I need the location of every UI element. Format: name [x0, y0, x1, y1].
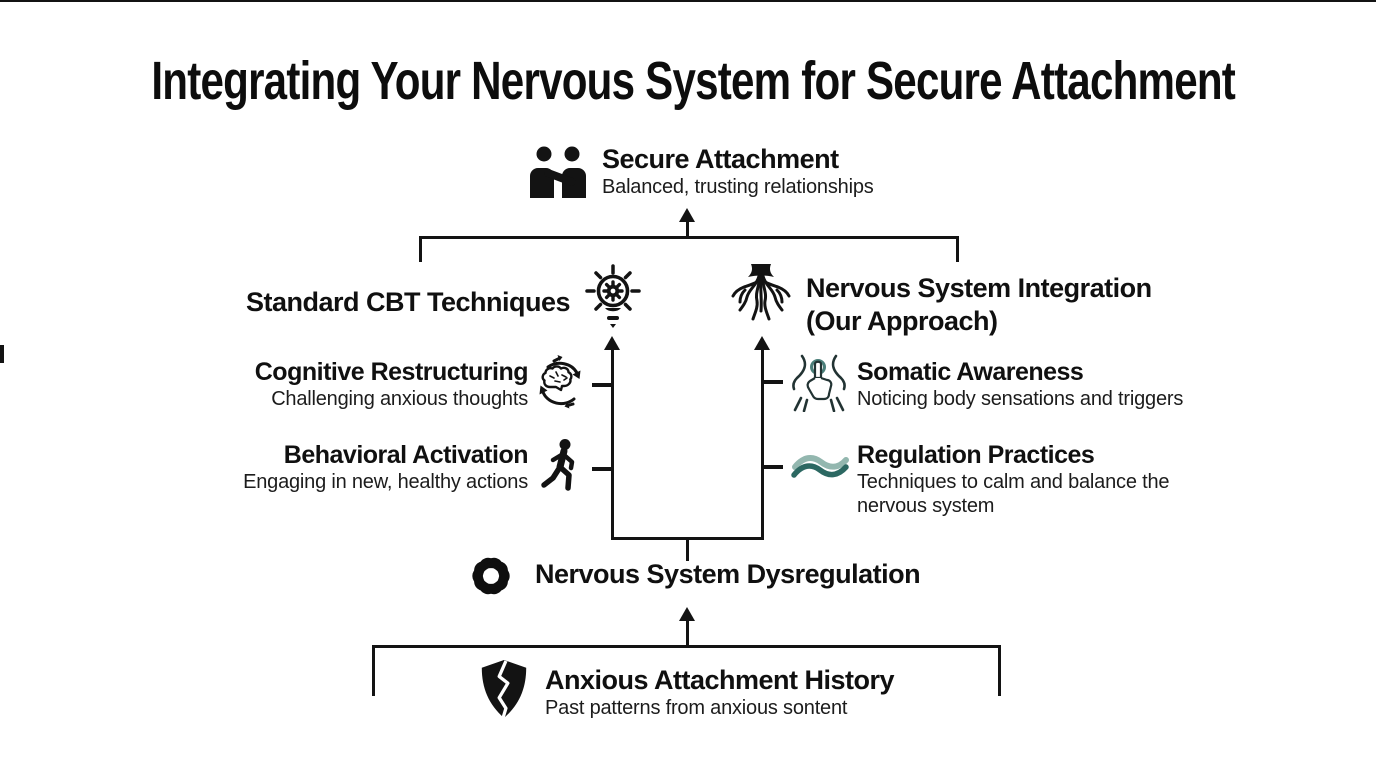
- behavioral-title: Behavioral Activation: [283, 441, 529, 469]
- regulation-title: Regulation Practices: [857, 441, 1095, 469]
- bottom-bracket-right-drop: [998, 645, 1001, 696]
- cognitive-title: Cognitive Restructuring: [254, 358, 529, 386]
- roots-icon: [731, 264, 791, 328]
- behavioral-subtitle: Engaging in new, healthy actions: [243, 471, 528, 493]
- secure-attachment-subtitle: Balanced, trusting relationships: [602, 176, 874, 198]
- left-edge-artifact: [0, 345, 4, 363]
- regulation-subtitle: Techniques to calm and balance the nervo…: [857, 471, 1170, 517]
- tick-cognitive: [592, 383, 611, 387]
- somatic-title: Somatic Awareness: [857, 358, 1084, 386]
- node-secure-attachment: Secure Attachment Balanced, trusting rel…: [602, 144, 874, 199]
- arrow-up-to-secure-attachment: [679, 208, 695, 222]
- node-nervous-system-integration: Nervous System Integration (Our Approach…: [806, 272, 1152, 338]
- arrow-up-to-cbt: [604, 336, 620, 350]
- connector-bottom-hline: [611, 537, 764, 540]
- arrow-up-to-dysregulation: [679, 607, 695, 621]
- tick-regulation: [764, 465, 783, 469]
- nsi-title2: (Our Approach): [806, 306, 998, 336]
- arrow-up-to-integration: [754, 336, 770, 350]
- walking-person-icon: [540, 438, 582, 496]
- anxious-title: Anxious Attachment History: [545, 665, 895, 695]
- nsi-title: Nervous System Integration: [806, 273, 1152, 303]
- bottom-bracket-hline: [372, 645, 1001, 648]
- node-anxious-attachment-history: Anxious Attachment History Past patterns…: [545, 665, 895, 720]
- tick-somatic: [764, 380, 783, 384]
- dysregulation-title: Nervous System Dysregulation: [535, 559, 921, 589]
- connector-left-vline: [611, 349, 614, 540]
- anxious-subtitle: Past patterns from anxious sontent: [545, 697, 848, 719]
- top-border-line: [0, 0, 1376, 2]
- secure-attachment-title: Secure Attachment: [602, 144, 839, 174]
- node-somatic-awareness: Somatic Awareness Noticing body sensatio…: [857, 358, 1183, 411]
- node-cognitive-restructuring: Cognitive Restructuring Challenging anxi…: [254, 358, 529, 411]
- lightbulb-gear-icon: [583, 264, 643, 332]
- top-bracket-left-drop: [419, 236, 422, 262]
- top-bracket-right-drop: [956, 236, 959, 262]
- node-behavioral-activation: Behavioral Activation Engaging in new, h…: [243, 441, 528, 494]
- arrow-shaft: [686, 220, 689, 237]
- bottom-bracket-left-drop: [372, 645, 375, 696]
- node-regulation-practices: Regulation Practices Techniques to calm …: [857, 441, 1215, 518]
- body-touch-icon: [792, 354, 846, 412]
- tangled-knot-icon: [460, 546, 522, 606]
- standard-cbt-title: Standard CBT Techniques: [245, 287, 571, 317]
- tick-behavioral: [592, 467, 611, 471]
- top-bracket-hline: [419, 236, 959, 239]
- cognitive-subtitle: Challenging anxious thoughts: [271, 388, 528, 410]
- people-handshake-icon: [528, 146, 588, 198]
- connector-right-vline: [761, 349, 764, 540]
- connector-center-stub: [686, 540, 689, 561]
- arrow-shaft-bottom: [686, 620, 689, 646]
- waves-icon: [790, 452, 850, 484]
- brain-cycle-icon: [533, 354, 587, 410]
- page-title: Integrating Your Nervous System for Secu…: [151, 51, 1236, 111]
- broken-shield-icon: [476, 658, 532, 720]
- somatic-subtitle: Noticing body sensations and triggers: [857, 388, 1184, 410]
